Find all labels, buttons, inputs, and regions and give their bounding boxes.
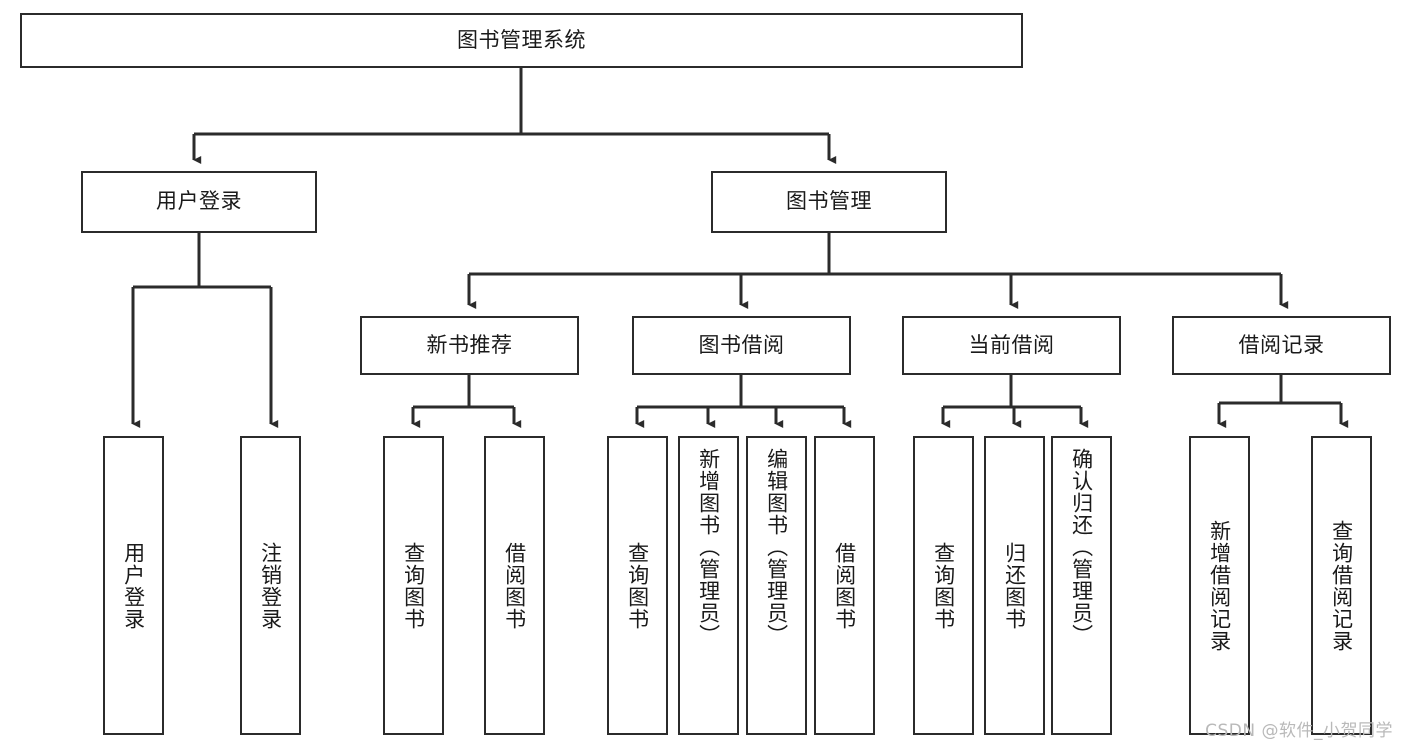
node-leaf-query-book-3-label: 查询图书 bbox=[931, 541, 956, 630]
node-book-borrow[interactable]: 图书借阅 bbox=[632, 316, 851, 375]
node-leaf-query-book-2-label: 查询图书 bbox=[625, 541, 650, 630]
node-leaf-add-book[interactable]: 新增图书（管理员） bbox=[678, 436, 739, 735]
node-leaf-query-book-2[interactable]: 查询图书 bbox=[607, 436, 668, 735]
node-leaf-user-logout-label: 注销登录 bbox=[258, 541, 283, 630]
node-leaf-add-book-label: 新增图书（管理员） bbox=[696, 448, 721, 646]
node-new-book-recommend[interactable]: 新书推荐 bbox=[360, 316, 579, 375]
node-current-borrow-label: 当前借阅 bbox=[968, 332, 1055, 357]
node-leaf-borrow-book-1-label: 借阅图书 bbox=[502, 541, 527, 630]
node-leaf-query-book-1[interactable]: 查询图书 bbox=[383, 436, 444, 735]
node-leaf-query-book-3[interactable]: 查询图书 bbox=[913, 436, 974, 735]
node-leaf-confirm-return-label: 确认归还（管理员） bbox=[1069, 448, 1094, 646]
node-root[interactable]: 图书管理系统 bbox=[20, 13, 1023, 68]
node-leaf-query-book-1-label: 查询图书 bbox=[401, 541, 426, 630]
node-leaf-edit-book[interactable]: 编辑图书（管理员） bbox=[746, 436, 807, 735]
node-borrow-record-label: 借阅记录 bbox=[1238, 332, 1325, 357]
node-leaf-borrow-book-1[interactable]: 借阅图书 bbox=[484, 436, 545, 735]
node-book-borrow-label: 图书借阅 bbox=[698, 332, 785, 357]
node-book-management[interactable]: 图书管理 bbox=[711, 171, 947, 233]
node-user-login-label: 用户登录 bbox=[156, 189, 242, 214]
node-leaf-edit-book-label: 编辑图书（管理员） bbox=[764, 448, 789, 646]
node-leaf-query-record[interactable]: 查询借阅记录 bbox=[1311, 436, 1372, 735]
node-leaf-borrow-book-2[interactable]: 借阅图书 bbox=[814, 436, 875, 735]
node-leaf-user-logout[interactable]: 注销登录 bbox=[240, 436, 301, 735]
node-leaf-confirm-return[interactable]: 确认归还（管理员） bbox=[1051, 436, 1112, 735]
watermark-text: CSDN @软件_小贺同学 bbox=[1205, 721, 1393, 741]
node-leaf-borrow-book-2-label: 借阅图书 bbox=[832, 541, 857, 630]
node-root-label: 图书管理系统 bbox=[457, 27, 586, 52]
node-new-book-recommend-label: 新书推荐 bbox=[426, 332, 513, 357]
node-book-management-label: 图书管理 bbox=[786, 189, 872, 214]
node-leaf-return-book-label: 归还图书 bbox=[1002, 541, 1027, 630]
node-leaf-add-record-label: 新增借阅记录 bbox=[1207, 519, 1232, 652]
node-borrow-record[interactable]: 借阅记录 bbox=[1172, 316, 1391, 375]
node-leaf-user-login[interactable]: 用户登录 bbox=[103, 436, 164, 735]
node-user-login[interactable]: 用户登录 bbox=[81, 171, 317, 233]
node-leaf-return-book[interactable]: 归还图书 bbox=[984, 436, 1045, 735]
node-leaf-user-login-label: 用户登录 bbox=[121, 541, 146, 630]
node-current-borrow[interactable]: 当前借阅 bbox=[902, 316, 1121, 375]
node-leaf-query-record-label: 查询借阅记录 bbox=[1329, 519, 1354, 652]
node-leaf-add-record[interactable]: 新增借阅记录 bbox=[1189, 436, 1250, 735]
